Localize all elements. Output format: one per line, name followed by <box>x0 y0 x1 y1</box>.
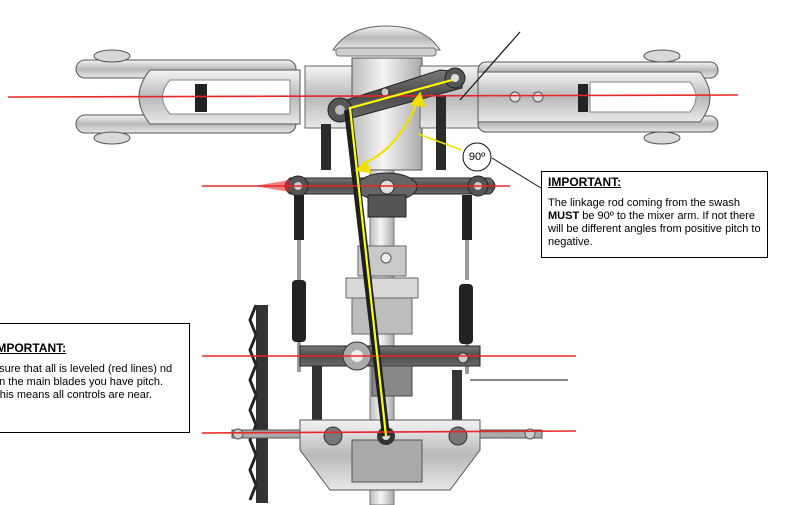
note-linkage-emphasis: MUST <box>548 210 580 222</box>
main-gear <box>248 304 268 503</box>
note-linkage-text-after: be 90º to the mixer arm. If not there wi… <box>548 210 761 248</box>
note-linkage-body: The linkage rod coming from the swash MU… <box>548 197 761 249</box>
level-lines <box>7 94 739 434</box>
note-level-check: IMPORTANT: nsure that all is leveled (re… <box>0 323 190 433</box>
linkage-highlight <box>348 78 463 437</box>
note-linkage-angle: IMPORTANT: The linkage rod coming from t… <box>541 171 768 258</box>
leader-line-top <box>459 31 521 101</box>
shaft-collar-screw <box>380 252 392 264</box>
head-button-base <box>335 47 437 57</box>
level-line-blade <box>7 94 739 98</box>
angle-label: 90º <box>468 151 486 163</box>
note-level-body: nsure that all is leveled (red lines) nd… <box>0 363 173 401</box>
angle-callout-circle <box>462 142 492 172</box>
note-level-heading: IMPORTANT: <box>0 341 67 355</box>
right-blade-grip <box>477 49 719 145</box>
level-line-base <box>201 430 577 434</box>
pushrod-left <box>292 195 306 372</box>
shaft-block-lower <box>351 297 413 335</box>
note-linkage-text-before: The linkage rod coming from the swash <box>548 197 740 209</box>
head-button <box>332 25 441 51</box>
washout-arm <box>284 172 496 218</box>
shaft-block <box>345 277 419 299</box>
follower-link-right <box>436 96 446 170</box>
follower-link-left <box>321 124 331 170</box>
level-line-fan <box>254 180 290 192</box>
leader-line-angle <box>491 157 542 189</box>
note-linkage-heading: IMPORTANT: <box>548 175 622 189</box>
